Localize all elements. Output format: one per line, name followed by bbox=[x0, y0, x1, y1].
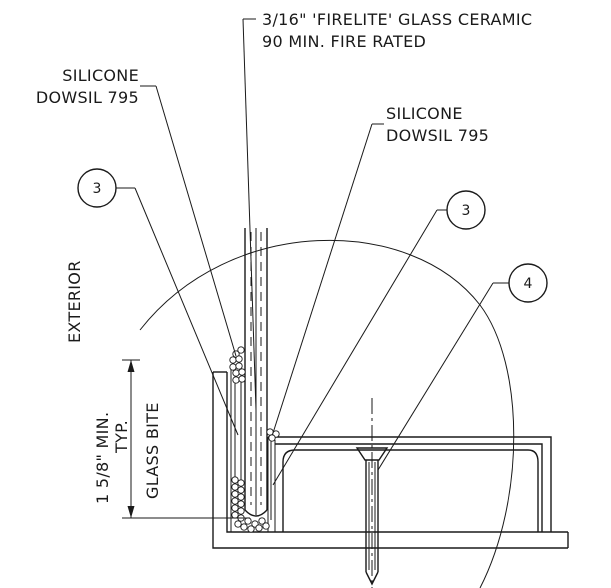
glass-label-line1: 3/16" 'FIRELITE' GLASS CERAMIC bbox=[262, 10, 532, 29]
detail-boundary-arc bbox=[139, 239, 515, 588]
exterior-label: EXTERIOR bbox=[65, 260, 84, 343]
glass-label-line2: 90 MIN. FIRE RATED bbox=[262, 32, 426, 51]
glazing-stop bbox=[267, 436, 552, 532]
glass-bite-dimension bbox=[122, 359, 250, 519]
silicone-left-label-line2: DOWSIL 795 bbox=[36, 88, 139, 107]
glass-lite bbox=[244, 228, 268, 517]
callout-3-right-number: 3 bbox=[462, 203, 471, 219]
glass-bite-label-line1: 1 5/8" MIN. bbox=[93, 412, 112, 504]
leader-lines bbox=[116, 18, 509, 486]
callout-3-right: 3 bbox=[446, 190, 486, 230]
silicone-bead-base bbox=[231, 476, 270, 533]
silicone-right-label-line1: SILICONE bbox=[386, 104, 463, 123]
frame-angle bbox=[212, 365, 569, 549]
silicone-bead-interior bbox=[266, 428, 280, 442]
callout-3-left-number: 3 bbox=[93, 181, 102, 197]
silicone-left-label-line1: SILICONE bbox=[62, 66, 139, 85]
callout-4-number: 4 bbox=[524, 276, 533, 292]
fastener bbox=[355, 398, 389, 588]
callout-4: 4 bbox=[508, 263, 548, 303]
silicone-bead-exterior bbox=[229, 346, 246, 384]
silicone-right-label-line2: DOWSIL 795 bbox=[386, 126, 489, 145]
glass-bite-label-line3: GLASS BITE bbox=[143, 402, 162, 499]
glass-bite-label-line2: TYP. bbox=[112, 420, 131, 454]
callout-3-left: 3 bbox=[77, 168, 117, 208]
